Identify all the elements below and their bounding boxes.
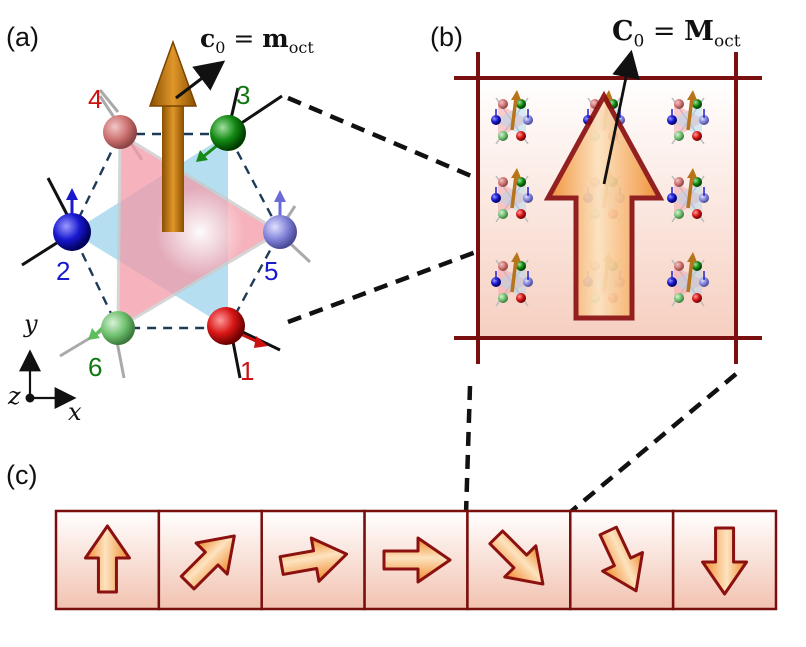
direction-arrow [488, 529, 545, 586]
site-label-5: 5 [264, 256, 279, 286]
panel-b-lattice [454, 49, 762, 364]
zoom-lines [287, 95, 738, 516]
atom-6 [101, 311, 135, 345]
site-label-3: 3 [236, 80, 251, 110]
site-label-2: 2 [56, 256, 71, 286]
direction-arrow [278, 536, 349, 583]
panel-a-crystal [21, 39, 312, 379]
pointer-arrow-b [602, 49, 640, 185]
macro-arrow [543, 90, 665, 321]
direction-cell [260, 509, 366, 611]
atom-5 [263, 215, 297, 249]
equation-a: c0 = moct [200, 24, 314, 57]
axis-label-z: z [8, 382, 21, 410]
panel-label-a: (a) [6, 22, 39, 52]
direction-arrow [179, 534, 236, 591]
site-label-4: 4 [88, 84, 103, 114]
direction-arrow [83, 524, 131, 594]
direction-cell [54, 509, 161, 611]
atom-2 [53, 213, 91, 251]
direction-cell [569, 509, 675, 611]
axis-label-y: y [24, 310, 38, 338]
direction-cell [466, 509, 572, 611]
site-label-1: 1 [240, 356, 255, 386]
pointer-arrow-a [175, 60, 226, 100]
direction-arrow [382, 536, 452, 584]
equation-b: C0 = Moct [612, 16, 741, 52]
atom-1 [207, 307, 245, 345]
atom-4 [103, 115, 137, 149]
direction-cell [157, 509, 263, 611]
axes [19, 349, 77, 409]
atom-3 [210, 115, 246, 151]
panel-label-b: (b) [430, 22, 463, 52]
direction-cell [363, 509, 469, 611]
panel-label-c: (c) [6, 460, 38, 490]
direction-arrow [701, 526, 749, 596]
direction-arrow [598, 525, 644, 593]
direction-cell [671, 509, 778, 611]
panel-c-strip [54, 509, 778, 611]
site-label-6: 6 [88, 352, 103, 382]
axis-label-x: x [68, 398, 82, 426]
